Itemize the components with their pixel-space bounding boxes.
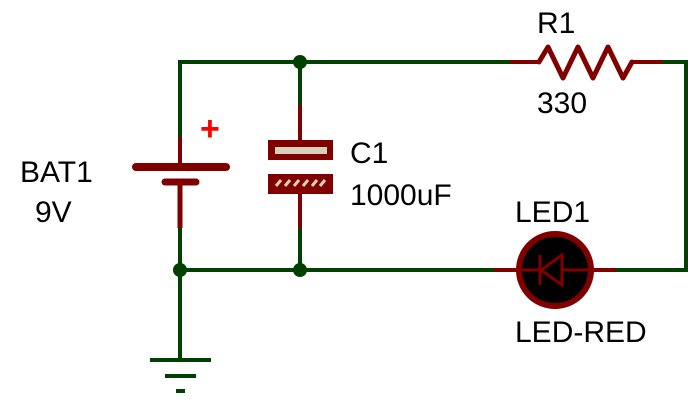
wires	[178, 60, 688, 362]
wire-top-left[interactable]	[178, 60, 514, 140]
battery-bat1[interactable]: + BAT1 9V	[20, 110, 230, 229]
capacitor-value-label: 1000uF	[350, 179, 452, 212]
battery-ref-label: BAT1	[20, 156, 93, 189]
junction-dot[interactable]	[293, 55, 307, 69]
led-value-label: LED-RED	[515, 316, 647, 349]
junctions	[173, 55, 307, 277]
capacitor-plate-top-inner	[275, 147, 327, 154]
capacitor-ref-label: C1	[350, 137, 388, 170]
capacitor-c1[interactable]: C1 1000uF	[268, 105, 452, 228]
capacitor-plate-bottom	[268, 174, 333, 194]
battery-polarity-plus: +	[200, 110, 220, 148]
junction-dot[interactable]	[293, 263, 307, 277]
led-anode-triangle	[538, 252, 564, 288]
led-ref-label: LED1	[515, 196, 590, 229]
ground-symbol[interactable]	[150, 358, 211, 393]
led-led1[interactable]: LED1 LED-RED	[494, 196, 647, 349]
capacitor-hatch	[274, 179, 327, 187]
wire-right-side[interactable]	[594, 60, 688, 272]
junction-dot[interactable]	[173, 263, 187, 277]
resistor-value-label: 330	[537, 87, 587, 120]
resistor-zigzag	[536, 44, 635, 81]
battery-value-label: 9V	[35, 196, 72, 229]
resistor-r1[interactable]: R1 330	[510, 7, 662, 120]
resistor-ref-label: R1	[537, 7, 575, 40]
